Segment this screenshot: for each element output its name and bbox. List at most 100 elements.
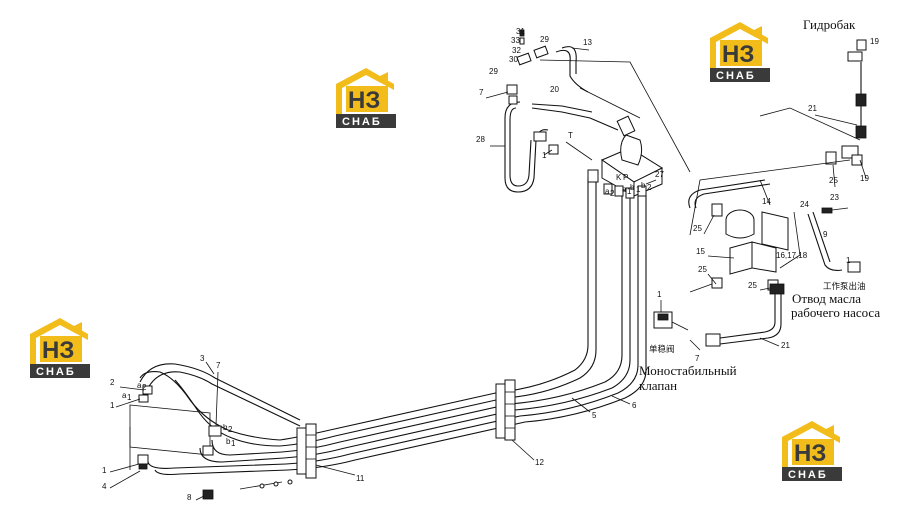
joystick-valve (587, 115, 664, 199)
valve-body (688, 179, 861, 293)
callout-label: 28 (476, 135, 485, 144)
note-pump-outlet-cn: 工作泵出油 (823, 281, 866, 292)
logo-sub: СНАБ (36, 366, 76, 378)
port-label: b (223, 423, 228, 432)
logo-letter-box (720, 40, 762, 66)
monostable-valve (653, 283, 785, 351)
callout-label: 1 (657, 290, 662, 299)
callout-label: 30 (509, 55, 518, 64)
callout-label: 24 (800, 200, 809, 209)
callout-label: 15 (696, 247, 705, 256)
logo-roof (782, 421, 840, 473)
callout-label: 3 (200, 354, 205, 363)
note-valve-cn: 单稳阀 (649, 344, 675, 355)
note-hydro-tank: Гидробак (803, 17, 856, 32)
callout-label: T (568, 131, 573, 140)
note-pump-outlet-1: Отвод масла (792, 291, 861, 306)
note-valve-1: Моностабильный (639, 363, 737, 378)
logo-chimney (74, 322, 82, 336)
logo-chimney (380, 72, 388, 86)
callout-label: 7 (216, 361, 221, 370)
callout-label: 12 (535, 458, 544, 467)
port-label: a (605, 187, 610, 196)
port-label: 1 (127, 393, 132, 402)
port-label: b (641, 181, 646, 190)
logo-sub: СНАБ (716, 70, 756, 82)
callout-label: 29 (489, 67, 498, 76)
callout-label: 23 (830, 193, 839, 202)
logo-letter-box (40, 336, 82, 362)
callout-label: 27 (655, 170, 664, 179)
callout-label: 16,17,18 (776, 251, 808, 260)
callout-label: 1 (110, 401, 115, 410)
logo-letters: НЗ (42, 337, 74, 364)
callout-label: 1 (846, 256, 851, 265)
logo-nz-snab: НЗ СНАБ (782, 421, 842, 481)
callout-label: 8 (187, 493, 192, 502)
port-label: 2 (647, 183, 652, 192)
port-label: a (122, 391, 127, 400)
logo-nz-snab: НЗ СНАБ (30, 318, 90, 378)
leader-lines (109, 47, 867, 501)
logo-letters: НЗ (794, 440, 826, 467)
callout-label: 2 (110, 378, 115, 387)
port-label: 2 (610, 189, 615, 198)
callout-label: 29 (540, 35, 549, 44)
tank-line (689, 39, 867, 236)
callout-label: 25 (698, 265, 707, 274)
callout-label: 1 (102, 466, 107, 475)
callout-label: 19 (870, 37, 879, 46)
logo-nz-snab: НЗ СНАБ (710, 22, 770, 82)
port-label: 1 (231, 439, 236, 448)
callout-label: 21 (808, 104, 817, 113)
left-frame (129, 385, 293, 500)
callout-label: 25 (693, 224, 702, 233)
logo-chimney (826, 425, 834, 439)
logo-letters: НЗ (722, 41, 754, 68)
callout-label: 25 (829, 176, 838, 185)
note-valve-2: клапан (639, 378, 677, 393)
port-label: 1 (627, 187, 632, 196)
callout-label: 25 (748, 281, 757, 290)
callout-label: 13 (583, 38, 592, 47)
callout-label: 33 (511, 36, 520, 45)
port-label: P (623, 173, 628, 182)
logo-roof (336, 68, 394, 120)
callout-label: 6 (632, 401, 637, 410)
logo-sub-bar (30, 364, 90, 378)
logo-sub-bar (710, 68, 770, 82)
port-label: b (226, 437, 231, 446)
port-label: 1 (636, 185, 641, 194)
callout-label: 5 (592, 411, 597, 420)
callout-label: 7 (695, 354, 700, 363)
logo-sub-bar (782, 467, 842, 481)
upper-fittings (504, 29, 691, 193)
logo-roof (710, 22, 768, 74)
port-label: 2 (228, 425, 233, 434)
callout-label: 14 (762, 197, 771, 206)
callout-label: 7 (479, 88, 484, 97)
logo-sub: СНАБ (788, 469, 828, 481)
port-label: 2 (142, 383, 147, 392)
logo-letter-box (346, 86, 388, 112)
callout-label: 21 (781, 341, 790, 350)
logo-roof (30, 318, 88, 370)
logo-chimney (754, 26, 762, 40)
clamp-12 (495, 379, 516, 441)
callout-label: 11 (356, 474, 365, 483)
logo-letter-box (792, 439, 834, 465)
logo-sub-bar (336, 114, 396, 128)
port-label: a (137, 381, 142, 390)
port-label: b (630, 183, 635, 192)
callout-label: 32 (512, 46, 521, 55)
clamp-11 (296, 423, 317, 479)
callout-label: 20 (550, 85, 559, 94)
logo-letters: НЗ (348, 87, 380, 114)
port-label: a (622, 185, 627, 194)
